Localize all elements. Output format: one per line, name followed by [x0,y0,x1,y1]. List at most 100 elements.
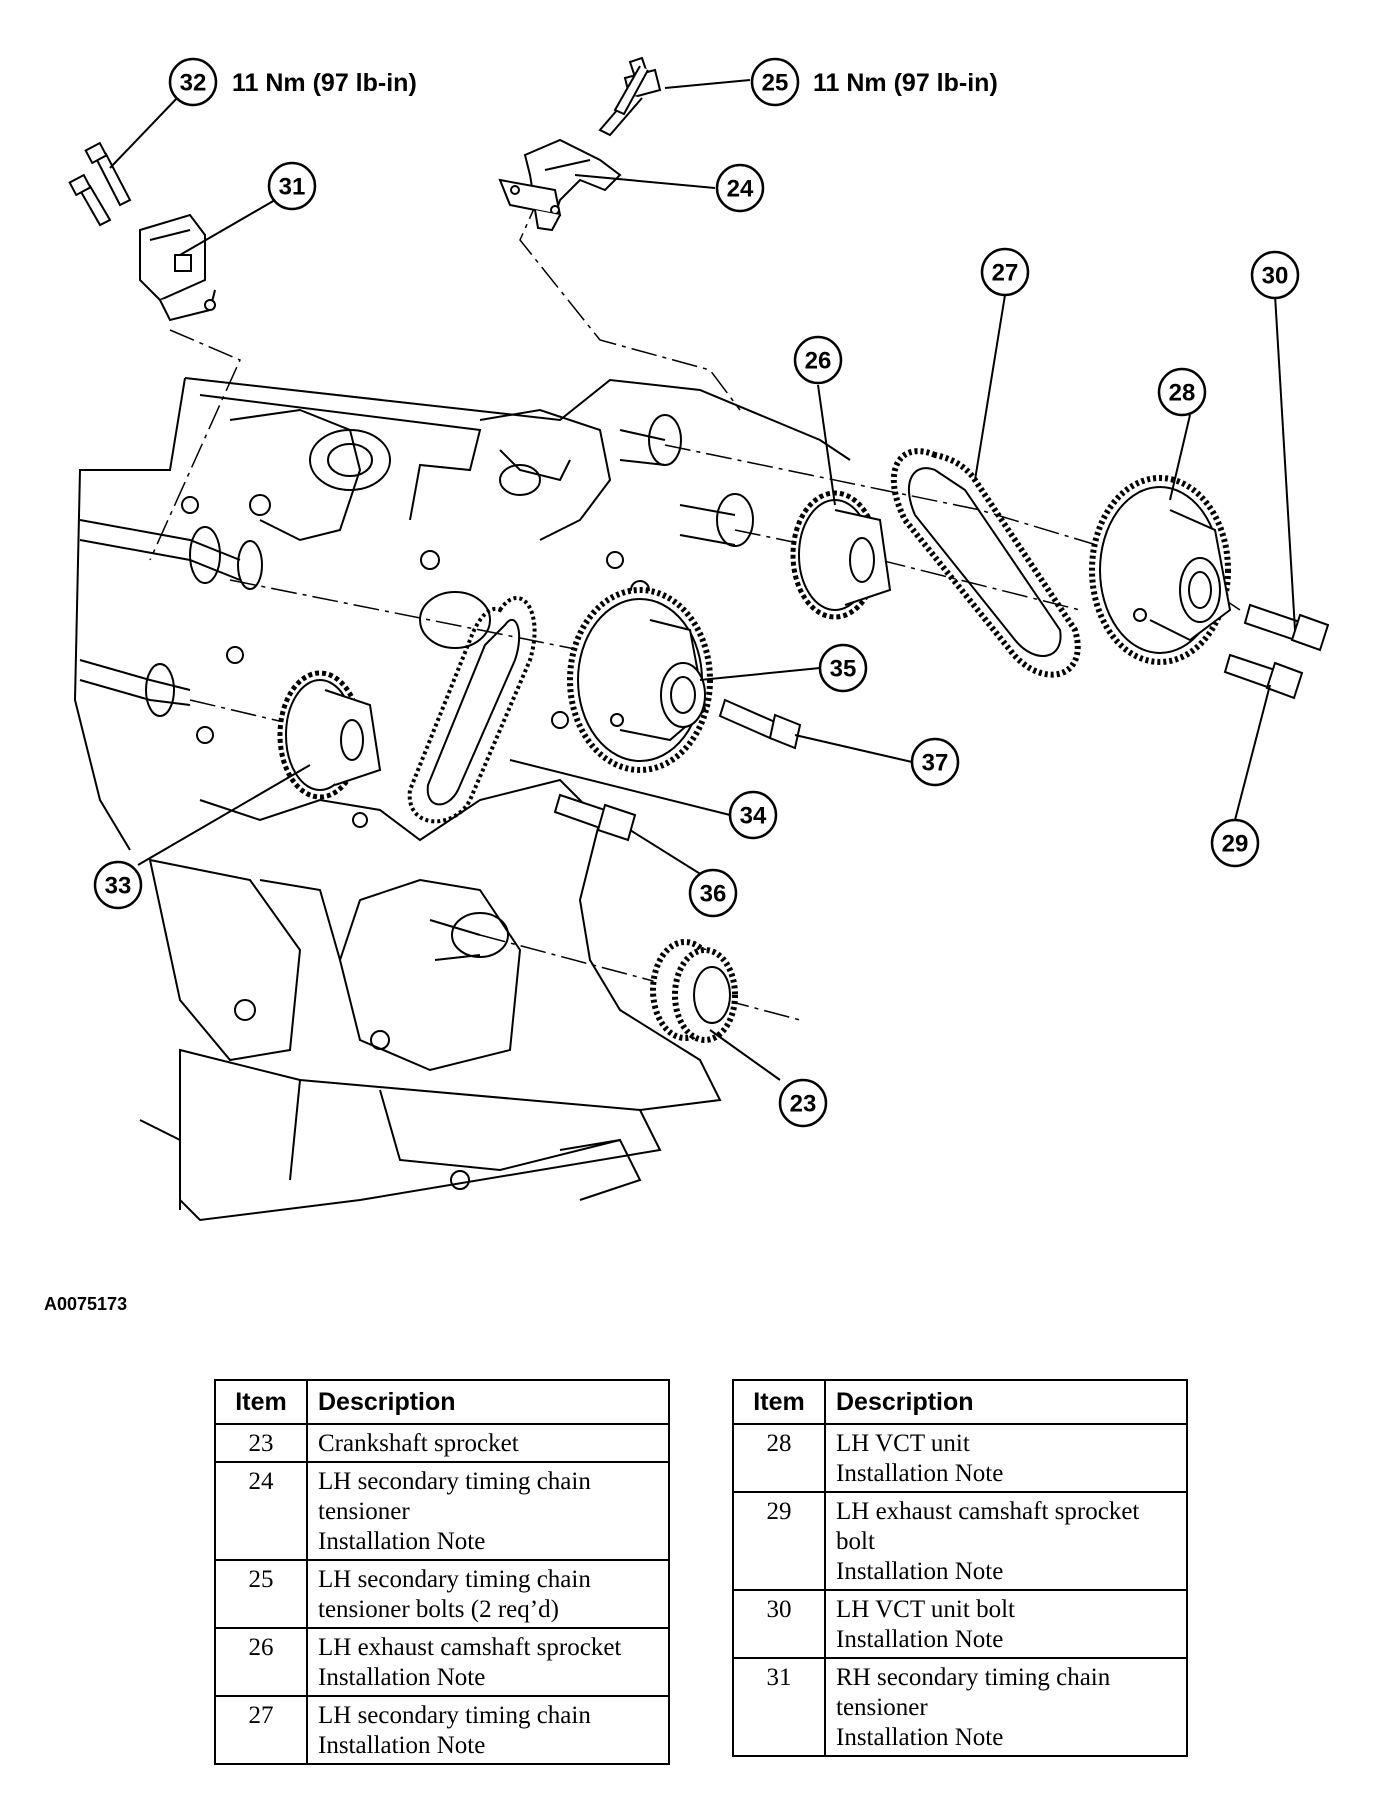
svg-text:31: 31 [279,174,306,201]
svg-text:36: 36 [700,881,727,908]
description-line: LH exhaust camshaft sprocket [318,1634,622,1661]
item-number: 27 [214,1695,308,1765]
item-number: 24 [214,1461,308,1561]
item-number: 23 [214,1423,308,1463]
callout-31: 31 [267,161,317,211]
description-line: LH secondary timing chain [318,1566,591,1593]
svg-text:24: 24 [727,176,754,203]
callout-24: 24 [715,163,765,213]
svg-text:37: 37 [922,750,949,777]
item-number: 30 [732,1589,826,1659]
item-number: 29 [732,1491,826,1591]
description-line: Installation Note [318,1528,486,1555]
callout-34: 34 [728,790,778,840]
description-line: LH secondary timing chain [318,1702,591,1729]
description-line: RH secondary timing chain [836,1664,1111,1691]
description-line: tensioner bolts (2 req’d) [318,1596,559,1623]
description-line: LH exhaust camshaft sprocket [836,1498,1140,1525]
description-line: tensioner [318,1498,410,1525]
rh-vct-unit [567,587,713,773]
description-line: Installation Note [318,1732,486,1759]
parts-table-left: Item Description 23 Crankshaft sprocket 24… [214,1379,670,1765]
leader-lines [109,79,1296,1081]
description-line: Crankshaft sprocket [318,1430,519,1457]
table-row: 23 Crankshaft sprocket [214,1423,670,1463]
svg-text:33: 33 [105,873,132,900]
svg-text:25: 25 [762,70,789,97]
rh-secondary-tensioner [139,213,216,322]
torque-spec-32: 11 Nm (97 lb-in) [232,69,417,97]
callout-27: 27 [980,247,1030,297]
figure-id: A0075173 [44,1294,128,1314]
item-description: Crankshaft sprocket [306,1423,670,1463]
callout-26: 26 [793,335,843,385]
description-line: Installation Note [836,1724,1004,1751]
callout-33: 33 [93,860,143,910]
description-line: LH VCT unit [836,1430,970,1457]
callout-35: 35 [818,643,868,693]
table-row: 25 LH secondary timing chain tensioner bol… [214,1559,670,1629]
description-line: LH secondary timing chain [318,1468,591,1495]
lh-vct-unit [1089,475,1232,665]
callout-37: 37 [910,737,960,787]
rh-vct-unit-bolt [718,698,802,750]
svg-text:23: 23 [790,1091,817,1118]
header-item: Item [732,1379,826,1425]
callout-32: 32 [168,57,218,107]
callout-28: 28 [1157,367,1207,417]
header-description: Description [306,1379,670,1425]
lh-secondary-timing-chain [890,448,1081,678]
svg-text:28: 28 [1169,380,1196,407]
item-number: 31 [732,1657,826,1757]
svg-text:26: 26 [805,348,832,375]
lh-tensioner-bolts [598,56,662,137]
lh-vct-unit-bolt [1243,603,1330,652]
crankshaft-sprocket [650,939,738,1043]
item-number: 28 [732,1423,826,1493]
callout-25: 25 [750,57,800,107]
item-number: 26 [214,1627,308,1697]
rh-camshaft-sprocket-bolt [553,793,637,842]
lh-secondary-tensioner [498,138,622,232]
description-line: bolt [836,1528,875,1555]
item-number: 25 [214,1559,308,1629]
description-line: Installation Note [836,1558,1004,1585]
lh-exhaust-camshaft-sprocket [790,490,892,620]
callout-23: 23 [778,1078,828,1128]
svg-text:32: 32 [180,70,207,97]
description-line: Installation Note [318,1664,486,1691]
svg-text:27: 27 [992,260,1019,287]
callout-29: 29 [1210,818,1260,868]
callout-36: 36 [688,868,738,918]
rh-exhaust-camshaft-sprocket [277,670,382,800]
callout-30: 30 [1250,250,1300,300]
description-line: Installation Note [836,1460,1004,1487]
item-description: LH secondary timing chain tensioner bolts… [306,1559,670,1629]
engine-block [73,377,851,1222]
svg-text:30: 30 [1262,263,1289,290]
header-description: Description [824,1379,1188,1425]
rh-tensioner-bolts [68,141,132,227]
header-item: Item [214,1379,308,1425]
exploded-engine-diagram: 32 31 25 24 27 30 26 28 35 37 34 29 33 3… [68,56,1330,1222]
svg-text:34: 34 [740,803,767,830]
description-line: LH VCT unit bolt [836,1596,1015,1623]
torque-spec-25: 11 Nm (97 lb-in) [813,69,998,97]
lh-exhaust-camshaft-sprocket-bolt [1223,653,1304,700]
